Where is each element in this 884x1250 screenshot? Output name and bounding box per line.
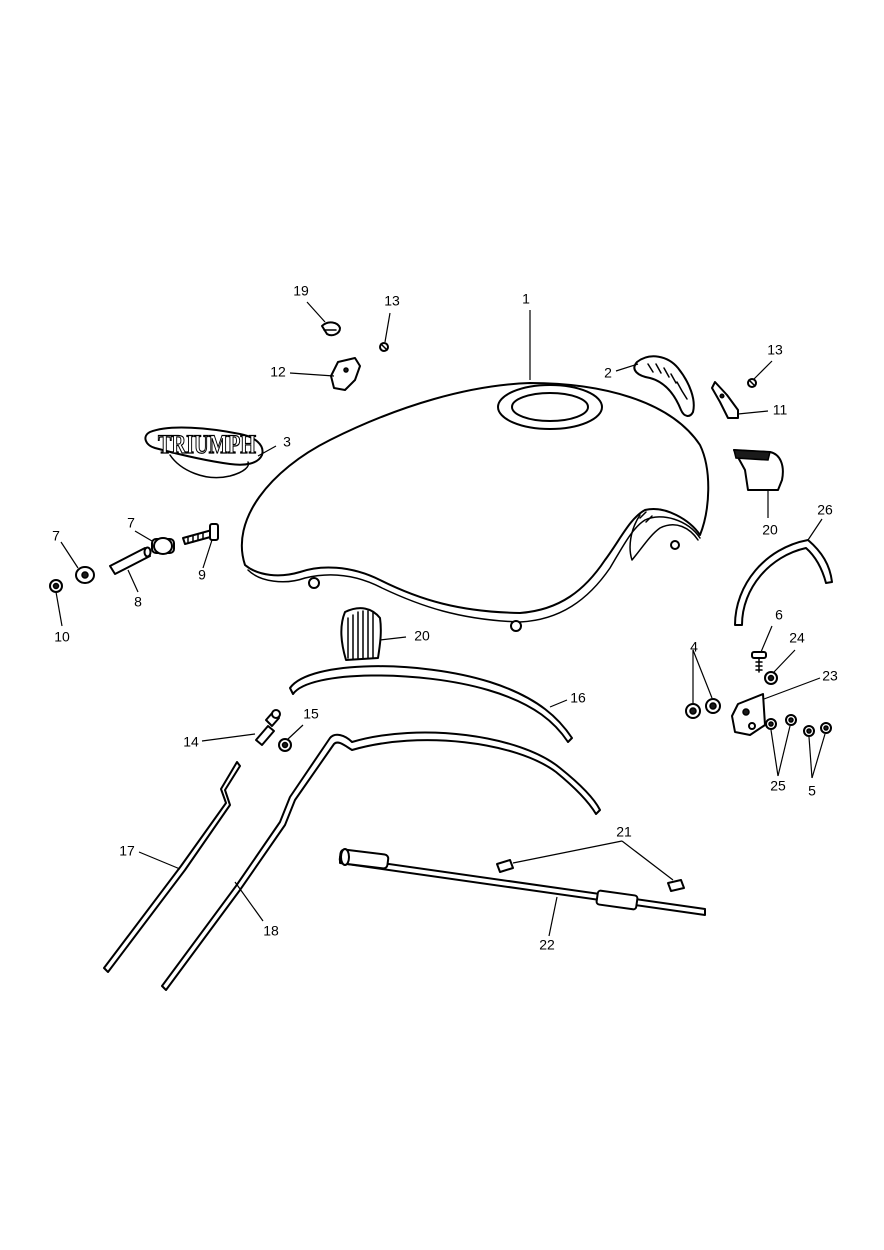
nut-10[interactable] xyxy=(49,579,63,593)
callout-17: 17 xyxy=(119,843,135,859)
spacer-right[interactable] xyxy=(151,537,175,555)
screw-13-left[interactable] xyxy=(379,342,389,352)
callout-13a: 13 xyxy=(384,293,400,309)
drain-pipe-17[interactable] xyxy=(103,761,241,973)
callout-15: 15 xyxy=(303,706,319,722)
washer-pair-25[interactable] xyxy=(765,714,797,730)
sleeve-8[interactable] xyxy=(109,546,152,575)
callout-22: 22 xyxy=(539,937,555,953)
callout-12: 12 xyxy=(270,364,286,380)
clip-15[interactable] xyxy=(278,738,292,752)
breather-pipe-16[interactable] xyxy=(289,665,573,743)
callout-10: 10 xyxy=(54,629,70,645)
nut-pair[interactable] xyxy=(803,722,832,737)
callout-11: 11 xyxy=(773,402,788,418)
callout-7b: 7 xyxy=(127,515,135,531)
callout-14: 14 xyxy=(183,734,199,750)
callout-1: 1 xyxy=(522,291,530,307)
screw-13-right[interactable] xyxy=(747,378,757,388)
callout-7a: 7 xyxy=(52,528,60,544)
callout-9: 9 xyxy=(198,567,206,583)
callout-2: 2 xyxy=(604,365,612,381)
drain-pipe-18[interactable] xyxy=(161,731,601,991)
bolt-6[interactable] xyxy=(751,651,767,673)
triumph-badge[interactable]: TRIUMPH xyxy=(144,426,264,479)
triumph-logo-text: TRIUMPH xyxy=(158,430,256,459)
callout-3: 3 xyxy=(283,434,291,450)
callout-20a: 20 xyxy=(762,522,778,538)
clip-19[interactable] xyxy=(321,321,341,337)
grommet-pair[interactable] xyxy=(685,698,721,719)
tank-pad-lower[interactable] xyxy=(340,607,382,661)
callout-5: 5 xyxy=(808,783,816,799)
valve-14[interactable] xyxy=(255,709,281,746)
bracket-12[interactable] xyxy=(330,357,361,391)
callout-13b: 13 xyxy=(767,342,783,358)
spacer-left[interactable] xyxy=(75,566,95,584)
bolt-9[interactable] xyxy=(182,523,219,545)
leader-lines xyxy=(55,301,826,937)
callout-24: 24 xyxy=(789,630,805,646)
callout-19: 19 xyxy=(293,283,309,299)
callout-23: 23 xyxy=(822,668,838,684)
callout-16: 16 xyxy=(570,690,586,706)
fuel-tank[interactable] xyxy=(240,382,710,632)
callout-20b: 20 xyxy=(414,628,430,644)
fuel-hose-22[interactable] xyxy=(338,848,706,916)
callout-8: 8 xyxy=(134,594,142,610)
callout-21: 21 xyxy=(616,824,632,840)
trim-strip-26[interactable] xyxy=(734,539,833,626)
hose-clip-left[interactable] xyxy=(496,859,514,873)
callout-6: 6 xyxy=(775,607,783,623)
knee-pad-rh[interactable] xyxy=(633,355,695,417)
tank-pad-upper[interactable] xyxy=(733,449,784,491)
callout-26: 26 xyxy=(817,502,833,518)
hose-clip-right[interactable] xyxy=(667,879,685,892)
bracket-11[interactable] xyxy=(711,381,739,419)
washer-24[interactable] xyxy=(764,671,778,685)
callout-labels: 1 2 3 4 5 6 7 7 8 9 10 11 12 13 13 14 15… xyxy=(52,283,838,953)
callout-25: 25 xyxy=(770,778,786,794)
callout-18: 18 xyxy=(263,923,279,939)
callout-4: 4 xyxy=(690,639,698,655)
mounting-bracket-23[interactable] xyxy=(731,693,766,736)
